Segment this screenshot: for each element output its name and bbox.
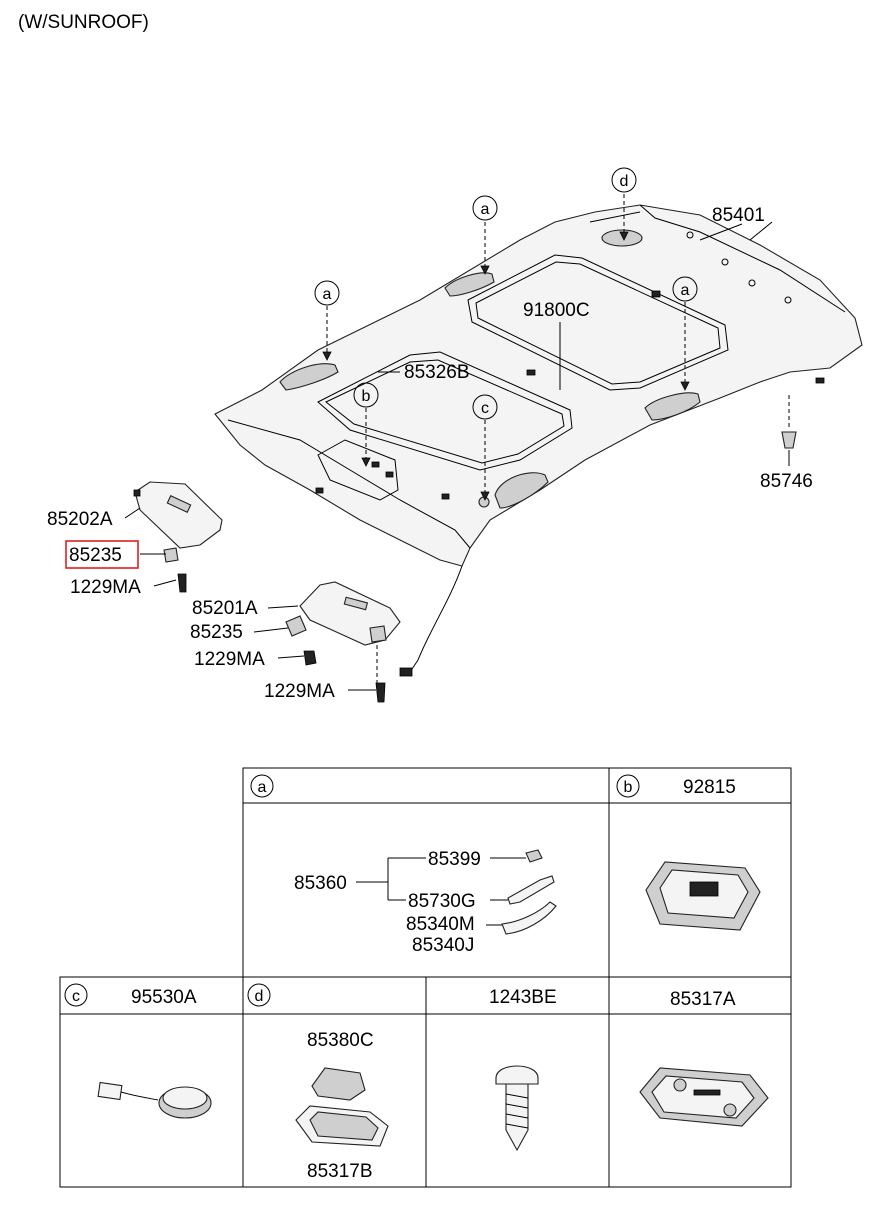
svg-text:a: a xyxy=(481,201,490,218)
detail-marker-d: d xyxy=(611,167,637,193)
part-label-1243be[interactable]: 1243BE xyxy=(489,987,557,1008)
detail-cell-c: c 95530A xyxy=(64,983,212,1119)
visor-rh-shape xyxy=(133,481,223,593)
callout-sunroof-frame[interactable]: 91800C xyxy=(523,300,590,321)
detail-cell-d: d 85380C 85317B xyxy=(247,983,389,1182)
detail-cell-f: 85317A xyxy=(639,989,769,1127)
svg-text:c: c xyxy=(72,988,80,1005)
part-label-85380c[interactable]: 85380C xyxy=(307,1030,374,1051)
assembly-label[interactable]: 85360 xyxy=(294,873,347,894)
part-label-95530a[interactable]: 95530A xyxy=(131,987,197,1008)
detail-cell-b: b 92815 xyxy=(616,774,761,931)
svg-text:b: b xyxy=(362,388,371,405)
callout-visor-holder-rh[interactable]: 85235 xyxy=(69,545,122,566)
part-label-2[interactable]: 85730G xyxy=(408,891,476,912)
part-label-92815[interactable]: 92815 xyxy=(683,777,736,798)
detail-marker-a-3: a xyxy=(672,276,698,302)
svg-text:b: b xyxy=(624,779,633,796)
title-label: (W/SUNROOF) xyxy=(18,12,149,33)
part-label-1[interactable]: 85399 xyxy=(428,849,481,870)
svg-text:a: a xyxy=(323,286,332,303)
detail-cell-e: 1243BE xyxy=(489,987,557,1152)
svg-text:a: a xyxy=(258,779,267,796)
detail-marker-c: c xyxy=(472,394,498,420)
part-label-3[interactable]: 85340M xyxy=(406,914,475,935)
leader-lines xyxy=(124,194,797,691)
callout-visor-holder-lh[interactable]: 85235 xyxy=(190,622,243,643)
callout-screw-lh-1[interactable]: 1229MA xyxy=(194,649,265,670)
svg-text:d: d xyxy=(620,173,629,190)
detail-marker-a-2: a xyxy=(472,195,498,221)
callout-screw-lh-2[interactable]: 1229MA xyxy=(264,681,335,702)
visor-lh-shape xyxy=(285,581,401,703)
detail-cell-a: a 85360 85399 85730G 85340M 85340J xyxy=(250,774,557,956)
callout-visor-rh[interactable]: 85202A xyxy=(47,509,113,530)
svg-text:c: c xyxy=(481,400,489,417)
svg-text:d: d xyxy=(255,988,264,1005)
callout-headlining[interactable]: 85401 xyxy=(712,205,765,226)
detail-marker-a-1: a xyxy=(314,280,340,306)
callout-visor-lh[interactable]: 85201A xyxy=(192,598,258,619)
detail-marker-b: b xyxy=(353,382,379,408)
callout-clip[interactable]: 85746 xyxy=(760,471,813,492)
part-label-4[interactable]: 85340J xyxy=(412,935,474,956)
detail-table xyxy=(59,767,792,1188)
part-label-85317a[interactable]: 85317A xyxy=(670,989,736,1010)
svg-text:a: a xyxy=(681,282,690,299)
callout-bracket[interactable]: 85326B xyxy=(404,362,470,383)
headlining-panel xyxy=(214,204,863,677)
callout-screw-rh[interactable]: 1229MA xyxy=(70,577,141,598)
highlight-box xyxy=(65,540,139,569)
part-label-85317b[interactable]: 85317B xyxy=(307,1161,373,1182)
